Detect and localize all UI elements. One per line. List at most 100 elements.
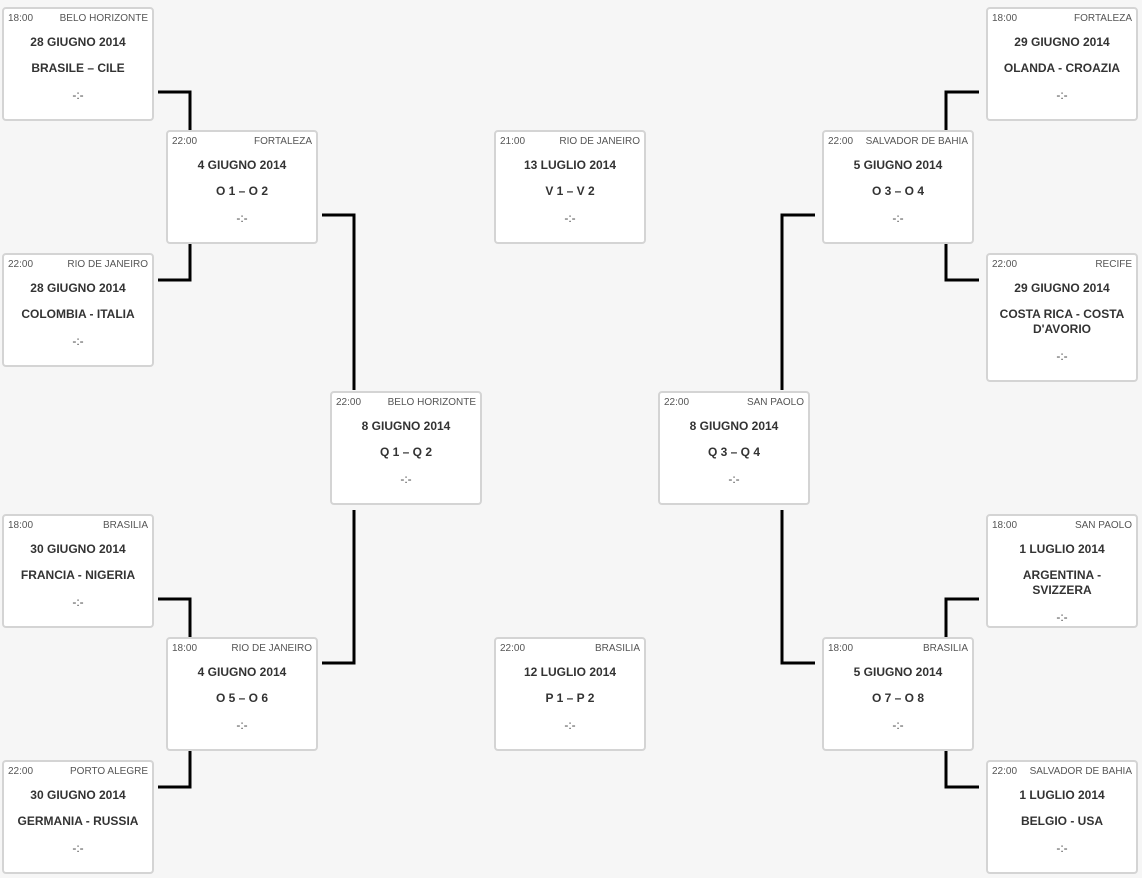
match-venue: BELO HORIZONTE	[59, 13, 148, 24]
match-venue: BRASILIA	[922, 643, 968, 654]
match-teams: P 1 – P 2	[545, 691, 595, 705]
match-venue: SALVADOR DE BAHIA	[1029, 766, 1132, 777]
match-venue: BRASILIA	[102, 520, 148, 531]
match-card-final[interactable]: 21:00 RIO DE JANEIRO 13 LUGLIO 2014 V 1 –…	[494, 130, 646, 244]
match-venue: BRASILIA	[594, 643, 640, 654]
match-venue: SALVADOR DE BAHIA	[865, 136, 968, 147]
match-date: 4 GIUGNO 2014	[197, 665, 287, 679]
match-date: 5 GIUGNO 2014	[853, 158, 943, 172]
match-time: 18:00	[172, 643, 198, 654]
connector-r16-8-qf-4	[944, 750, 979, 789]
match-time: 22:00	[828, 136, 854, 147]
match-teams: GERMANIA - RUSSIA	[17, 814, 139, 828]
match-score: -:-	[892, 718, 904, 732]
match-score: -:-	[72, 334, 84, 348]
match-venue: SAN PAOLO	[746, 397, 804, 408]
connector-r16-1-qf-1	[158, 90, 192, 130]
match-score: -:-	[72, 595, 84, 609]
match-date: 28 GIUGNO 2014	[30, 35, 126, 49]
match-score: -:-	[400, 472, 412, 486]
match-date: 30 GIUGNO 2014	[30, 788, 126, 802]
match-teams: O 1 – O 2	[215, 184, 269, 198]
match-card-qf-2[interactable]: 18:00 RIO DE JANEIRO 4 GIUGNO 2014 O 5 – …	[166, 637, 318, 751]
match-score: -:-	[728, 472, 740, 486]
match-venue: RIO DE JANEIRO	[67, 259, 148, 270]
match-teams: Q 1 – Q 2	[379, 445, 433, 459]
match-score: -:-	[72, 88, 84, 102]
match-time: 18:00	[992, 13, 1018, 24]
match-teams: Q 3 – Q 4	[707, 445, 761, 459]
match-date: 1 LUGLIO 2014	[1019, 542, 1105, 556]
match-card-r16-2[interactable]: 22:00 RIO DE JANEIRO 28 GIUGNO 2014 COLOM…	[2, 253, 154, 367]
match-venue: RIO DE JANEIRO	[231, 643, 312, 654]
match-teams: FRANCIA - NIGERIA	[20, 568, 136, 582]
match-score: -:-	[564, 211, 576, 225]
match-date: 30 GIUGNO 2014	[30, 542, 126, 556]
match-teams: V 1 – V 2	[545, 184, 595, 198]
match-teams: COSTA RICA - COSTA D'AVORIO	[999, 307, 1125, 336]
match-score: -:-	[1056, 88, 1068, 102]
match-time: 21:00	[500, 136, 526, 147]
match-time: 22:00	[992, 766, 1018, 777]
match-score: -:-	[892, 211, 904, 225]
match-time: 18:00	[992, 520, 1018, 531]
match-venue: RECIFE	[1095, 259, 1132, 270]
connector-r16-3-qf-2	[158, 597, 192, 637]
connector-r16-4-qf-2	[158, 750, 192, 789]
connector-qf-2-sf-1	[322, 510, 356, 665]
match-time: 22:00	[500, 643, 526, 654]
match-date: 13 LUGLIO 2014	[523, 158, 617, 172]
match-card-third-place[interactable]: 22:00 BRASILIA 12 LUGLIO 2014 P 1 – P 2 -…	[494, 637, 646, 751]
match-venue: FORTALEZA	[254, 136, 312, 147]
match-teams: O 5 – O 6	[215, 691, 269, 705]
match-date: 29 GIUGNO 2014	[1014, 35, 1110, 49]
connector-r16-6-qf-3	[944, 243, 979, 282]
match-card-r16-3[interactable]: 18:00 BRASILIA 30 GIUGNO 2014 FRANCIA - N…	[2, 514, 154, 628]
connector-r16-5-qf-3	[944, 90, 979, 130]
match-teams: O 3 – O 4	[871, 184, 925, 198]
match-time: 22:00	[664, 397, 690, 408]
match-score: -:-	[1056, 610, 1068, 624]
match-venue: FORTALEZA	[1074, 13, 1132, 24]
match-score: -:-	[1056, 349, 1068, 363]
match-teams: O 7 – O 8	[871, 691, 925, 705]
match-venue: BELO HORIZONTE	[387, 397, 476, 408]
match-card-r16-1[interactable]: 18:00 BELO HORIZONTE 28 GIUGNO 2014 BRASI…	[2, 7, 154, 121]
match-teams: OLANDA - CROAZIA	[1003, 61, 1121, 75]
connector-qf-1-sf-1	[322, 213, 356, 390]
match-date: 12 LUGLIO 2014	[523, 665, 617, 679]
match-score: -:-	[236, 718, 248, 732]
match-date: 5 GIUGNO 2014	[853, 665, 943, 679]
match-teams: BELGIO - USA	[1020, 814, 1103, 828]
match-date: 29 GIUGNO 2014	[1014, 281, 1110, 295]
match-score: -:-	[1056, 841, 1068, 855]
match-score: -:-	[564, 718, 576, 732]
match-teams: COLOMBIA - ITALIA	[21, 307, 135, 321]
match-time: 22:00	[8, 766, 34, 777]
connector-r16-7-qf-4	[944, 597, 979, 637]
match-time: 18:00	[8, 520, 34, 531]
match-teams: BRASILE – CILE	[31, 61, 125, 75]
match-date: 8 GIUGNO 2014	[361, 419, 451, 433]
connector-qf-3-sf-2	[780, 213, 815, 390]
connector-r16-2-qf-1	[158, 243, 192, 282]
match-card-qf-3[interactable]: 22:00 SALVADOR DE BAHIA 5 GIUGNO 2014 O 3…	[822, 130, 974, 244]
match-date: 1 LUGLIO 2014	[1019, 788, 1105, 802]
match-time: 22:00	[8, 259, 34, 270]
match-venue: SAN PAOLO	[1074, 520, 1132, 531]
match-date: 28 GIUGNO 2014	[30, 281, 126, 295]
match-card-r16-5[interactable]: 18:00 FORTALEZA 29 GIUGNO 2014 OLANDA - C…	[986, 7, 1138, 121]
match-time: 18:00	[8, 13, 34, 24]
match-card-r16-8[interactable]: 22:00 SALVADOR DE BAHIA 1 LUGLIO 2014 BEL…	[986, 760, 1138, 874]
connector-qf-4-sf-2	[780, 510, 815, 665]
match-score: -:-	[72, 841, 84, 855]
match-venue: RIO DE JANEIRO	[559, 136, 640, 147]
